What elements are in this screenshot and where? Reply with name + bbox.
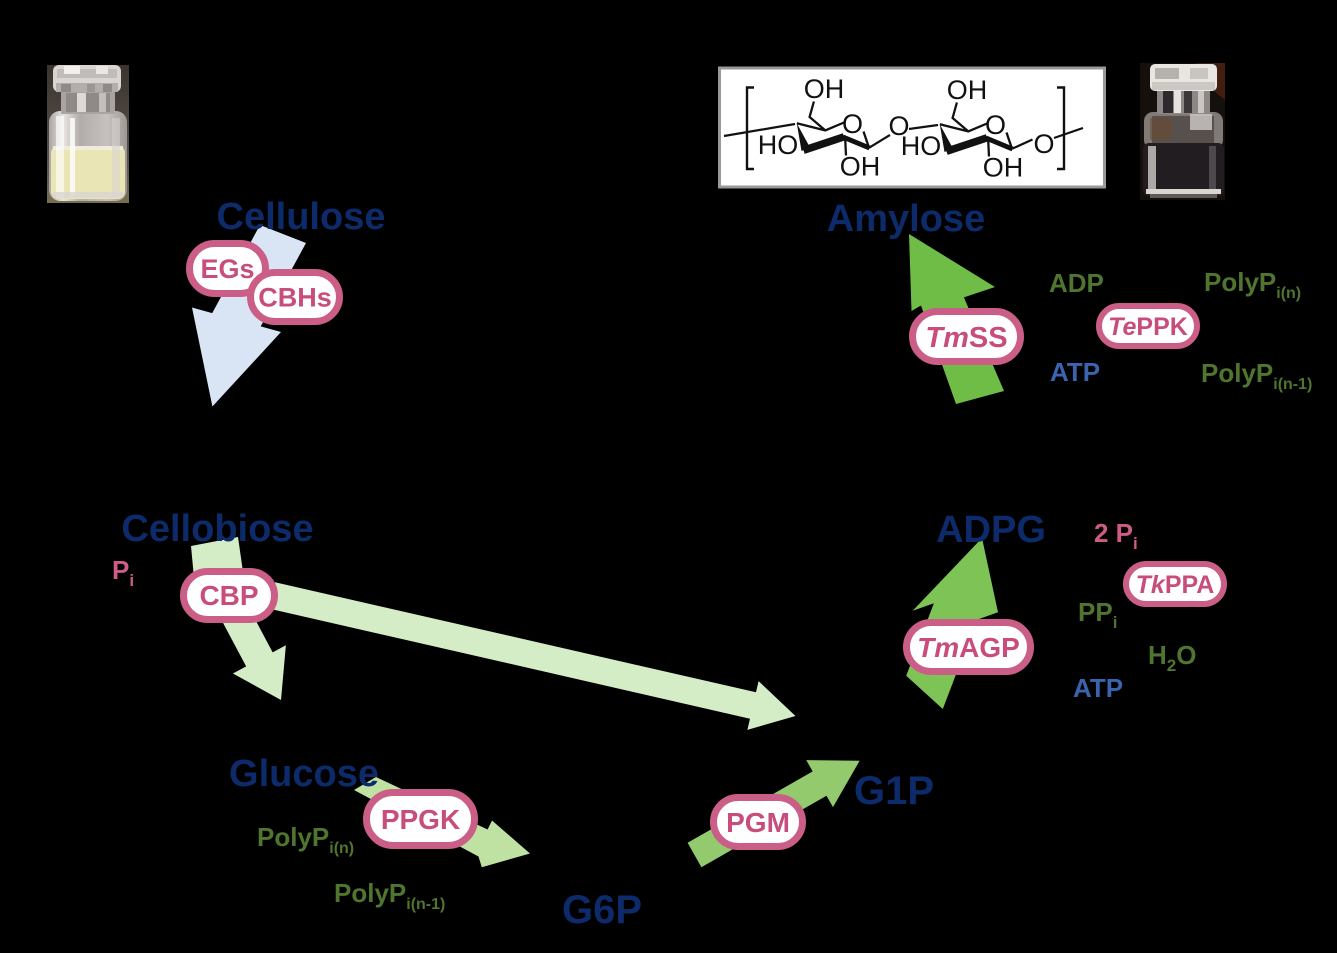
- svg-text:TmAGP: TmAGP: [917, 632, 1020, 663]
- svg-text:CBHs: CBHs: [258, 283, 332, 313]
- svg-text:TePPK: TePPK: [1108, 313, 1188, 341]
- svg-text:TmSS: TmSS: [925, 322, 1007, 354]
- svg-text:Glucose: Glucose: [229, 753, 379, 795]
- svg-text:ADP: ADP: [1049, 268, 1104, 298]
- svg-text:O: O: [842, 109, 863, 139]
- svg-text:O: O: [1033, 129, 1054, 159]
- svg-text:OH: OH: [840, 152, 881, 182]
- svg-text:PPGK: PPGK: [381, 804, 460, 835]
- svg-text:Pi: Pi: [112, 555, 134, 590]
- svg-text:Amylose: Amylose: [827, 198, 985, 240]
- svg-text:OH: OH: [804, 74, 845, 104]
- svg-text:G6P: G6P: [562, 888, 642, 932]
- svg-text:Cellulose: Cellulose: [217, 196, 386, 238]
- svg-text:TkPPA: TkPPA: [1136, 571, 1215, 599]
- svg-text:PPi: PPi: [1078, 597, 1117, 632]
- svg-text:O: O: [888, 111, 909, 141]
- svg-text:EGs: EGs: [200, 254, 254, 284]
- svg-text:PGM: PGM: [726, 807, 790, 838]
- svg-text:CBP: CBP: [199, 580, 258, 611]
- svg-text:Cellobiose: Cellobiose: [121, 508, 313, 550]
- svg-text:ADPG: ADPG: [936, 509, 1046, 551]
- svg-text:ATP: ATP: [1073, 673, 1123, 703]
- svg-text:2 Pi: 2 Pi: [1094, 518, 1138, 553]
- svg-text:ATP: ATP: [1050, 357, 1100, 387]
- svg-text:HO: HO: [758, 130, 799, 160]
- svg-text:G1P: G1P: [854, 769, 934, 813]
